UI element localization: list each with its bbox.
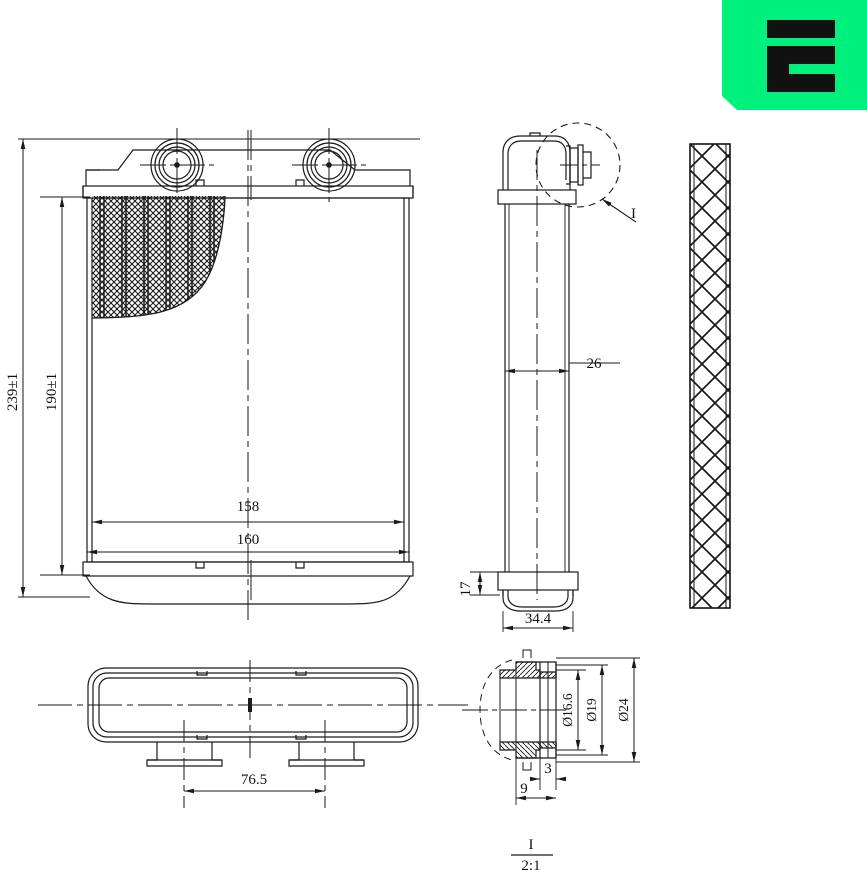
pipe-bottom-band bbox=[497, 571, 579, 591]
top-notch-d bbox=[295, 735, 307, 740]
detail-callout-circle bbox=[535, 122, 621, 208]
front-top-band-edges bbox=[82, 186, 414, 198]
detail-title: I bbox=[529, 837, 534, 853]
side-section-outline bbox=[689, 143, 731, 609]
top-notch-b bbox=[295, 671, 307, 676]
detail-barb-top bbox=[522, 649, 532, 658]
dim-label-overall-height: 239±1 bbox=[5, 373, 21, 411]
pipe-bottom-tank-outline bbox=[502, 590, 574, 612]
dim-label-port-spacing: 76.5 bbox=[241, 772, 267, 788]
pipe-bottom-tank-inner bbox=[507, 590, 569, 608]
front-bottom-notch-right bbox=[295, 562, 305, 569]
dim-label-tank-height: 17 bbox=[458, 581, 474, 597]
top-center-marker bbox=[248, 698, 252, 712]
dim-label-pipe-width: 26 bbox=[587, 356, 603, 372]
dim-label-bore-diameter: Ø16.6 bbox=[560, 693, 575, 727]
side-section-lattice-body bbox=[689, 143, 731, 609]
dim-label-outer-diameter: Ø24 bbox=[616, 698, 631, 721]
detail-dimension-lines bbox=[515, 657, 640, 805]
pipe-elevation-view bbox=[497, 132, 600, 612]
detail-title-block: I 2:1 bbox=[511, 837, 553, 874]
front-bottom-notch-left bbox=[195, 562, 205, 569]
front-port-left-crosshair bbox=[140, 128, 214, 202]
logo-letter-e-icon bbox=[767, 20, 835, 92]
front-dimension-lines bbox=[18, 138, 420, 598]
side-section-view bbox=[689, 143, 731, 609]
detail-callout-leader bbox=[601, 198, 637, 223]
top-notch-a bbox=[196, 671, 208, 676]
pipe-bottom-tank-sides bbox=[502, 590, 574, 596]
pipe-top-cap-inner bbox=[507, 140, 567, 190]
dim-label-overall-width: 160 bbox=[237, 532, 260, 548]
detail-scale: 2:1 bbox=[521, 858, 540, 874]
pipe-dimension-lines bbox=[470, 340, 620, 632]
front-notch-right bbox=[295, 179, 305, 186]
front-fin-block bbox=[92, 196, 225, 318]
front-fin-boundary-curve bbox=[91, 195, 226, 319]
front-elevation-view bbox=[82, 128, 414, 620]
front-port-right-crosshair bbox=[292, 128, 366, 202]
dim-label-inner-diameter: Ø19 bbox=[584, 698, 599, 721]
pipe-cap-tab bbox=[529, 132, 541, 136]
dim-label-flange-thickness: 3 bbox=[544, 761, 552, 777]
detail-callout-label: I bbox=[631, 206, 636, 222]
front-bottom-tank-taper bbox=[85, 575, 411, 605]
top-port-boss-right bbox=[288, 742, 365, 767]
dim-label-core-width: 158 bbox=[237, 499, 260, 515]
dim-label-core-height: 190±1 bbox=[44, 373, 60, 411]
side-section-inner-edges bbox=[693, 144, 727, 608]
detail-callout-marker bbox=[535, 122, 637, 223]
dim-label-tank-width: 34.4 bbox=[525, 611, 552, 627]
brand-logo bbox=[722, 0, 867, 110]
dim-label-neck-length: 9 bbox=[520, 781, 528, 797]
top-plan-view bbox=[38, 660, 468, 808]
top-notch-c bbox=[196, 735, 208, 740]
detail-barb-bottom bbox=[522, 762, 532, 771]
